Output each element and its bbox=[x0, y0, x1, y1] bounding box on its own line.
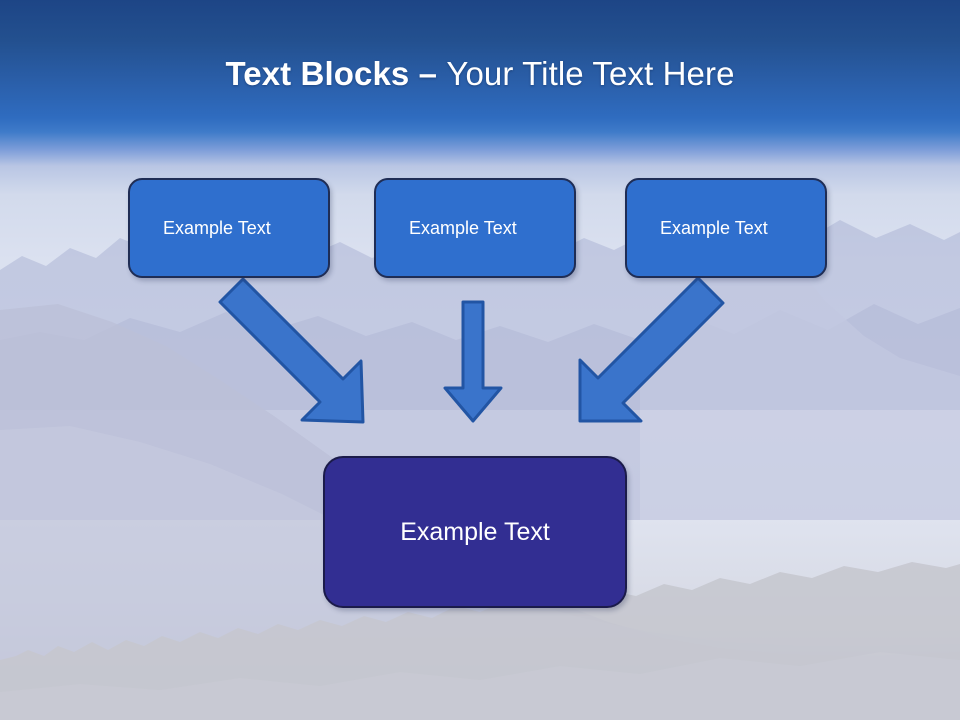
page-title: Text Blocks – Your Title Text Here bbox=[0, 52, 960, 96]
text-block-2-label: Example Text bbox=[409, 217, 517, 238]
text-block-1[interactable]: Example Text bbox=[128, 178, 330, 278]
page-title-regular: Your Title Text Here bbox=[446, 55, 735, 92]
page-title-bold: Text Blocks bbox=[225, 55, 419, 92]
text-block-result-label: Example Text bbox=[400, 517, 550, 546]
text-block-1-label: Example Text bbox=[163, 217, 271, 238]
page-title-dash: – bbox=[418, 55, 447, 92]
text-block-result[interactable]: Example Text bbox=[323, 456, 627, 608]
text-block-3[interactable]: Example Text bbox=[625, 178, 827, 278]
text-block-3-label: Example Text bbox=[660, 217, 768, 238]
text-block-2[interactable]: Example Text bbox=[374, 178, 576, 278]
